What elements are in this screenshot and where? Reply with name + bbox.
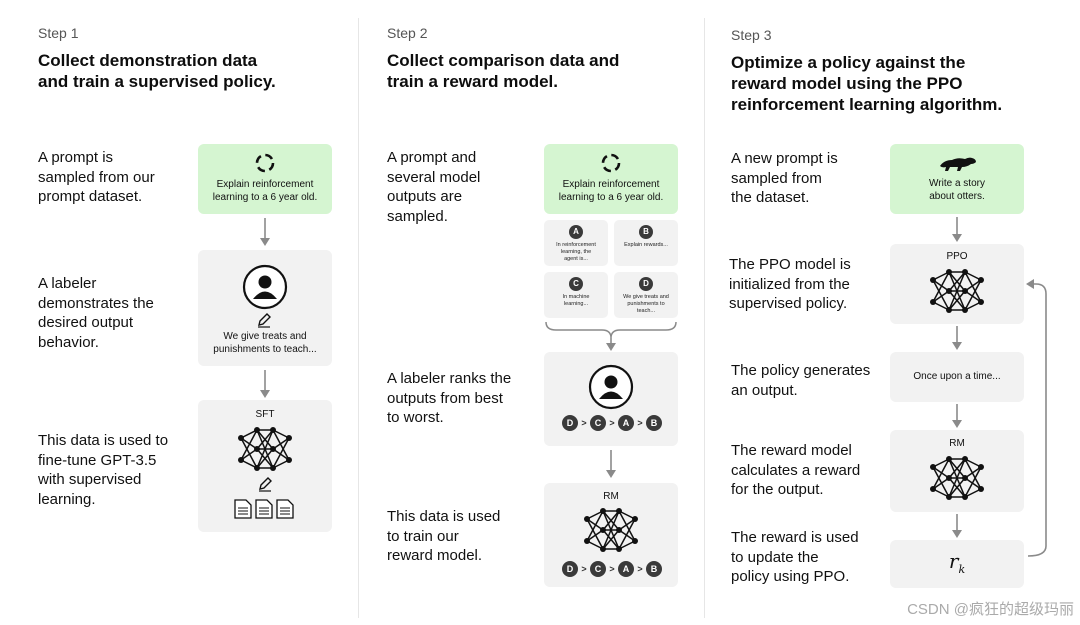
step3-arrow-1: [952, 217, 962, 242]
otter-icon: [940, 157, 976, 171]
step3-reward-card: rk: [890, 540, 1024, 588]
neural-network-icon: [238, 427, 292, 471]
refresh-icon: [601, 153, 621, 173]
output-text: Once upon a time...: [913, 371, 1001, 382]
step3-label: Step 3: [731, 27, 772, 43]
rm-label: RM: [603, 491, 619, 502]
sft-label: SFT: [255, 409, 275, 420]
step3-title: Optimize a policy against the reward mod…: [731, 53, 1003, 114]
step1-arrow-2: [260, 370, 270, 398]
feedback-loop-arrow: [1026, 279, 1047, 557]
step3-arrow-2: [952, 326, 962, 350]
step3-rm-card: RM: [890, 430, 1024, 512]
step1-title: Collect demonstration data and train a s…: [38, 51, 276, 91]
labeler-avatar-icon: [588, 364, 634, 410]
rm-ranking-sequence: D> C> A> B: [562, 560, 662, 578]
refresh-icon: [255, 153, 275, 173]
column-divider-2: [704, 18, 705, 618]
labeler-avatar-icon: [242, 264, 288, 310]
ppo-label: PPO: [946, 251, 968, 262]
column-divider-1: [358, 18, 359, 618]
step2-rm-card: RM D> C> A> B: [544, 483, 678, 587]
step3-ppo-card: PPO: [890, 244, 1024, 324]
step2-label: Step 2: [387, 25, 428, 41]
watermark: CSDN @疯狂的超级玛丽: [907, 601, 1074, 618]
step3-output-card: Once upon a time...: [890, 352, 1024, 402]
step1-label: Step 1: [38, 25, 79, 41]
step3-arrow-4: [952, 514, 962, 538]
documents-icon: [234, 499, 294, 519]
neural-network-icon: [930, 456, 984, 500]
rm-label: RM: [949, 438, 965, 449]
output-card-b: B Explain rewards...: [614, 220, 678, 266]
neural-network-icon: [584, 508, 638, 552]
step2-arrow-1: [606, 450, 616, 478]
reward-symbol: rk: [948, 549, 966, 576]
step2-ranking-card: D> C> A> B: [544, 352, 678, 446]
pencil-icon: [259, 477, 272, 492]
step1-arrow-1: [260, 218, 270, 246]
brace-arrow-icon: [545, 321, 677, 351]
pencil-icon: [258, 313, 271, 328]
step1-sft-card: SFT: [198, 400, 332, 532]
step3-arrow-3: [952, 404, 962, 428]
ranking-sequence: D> C> A> B: [562, 414, 662, 432]
step2-title: Collect comparison data and train a rewa…: [387, 51, 620, 91]
neural-network-icon: [930, 269, 984, 313]
